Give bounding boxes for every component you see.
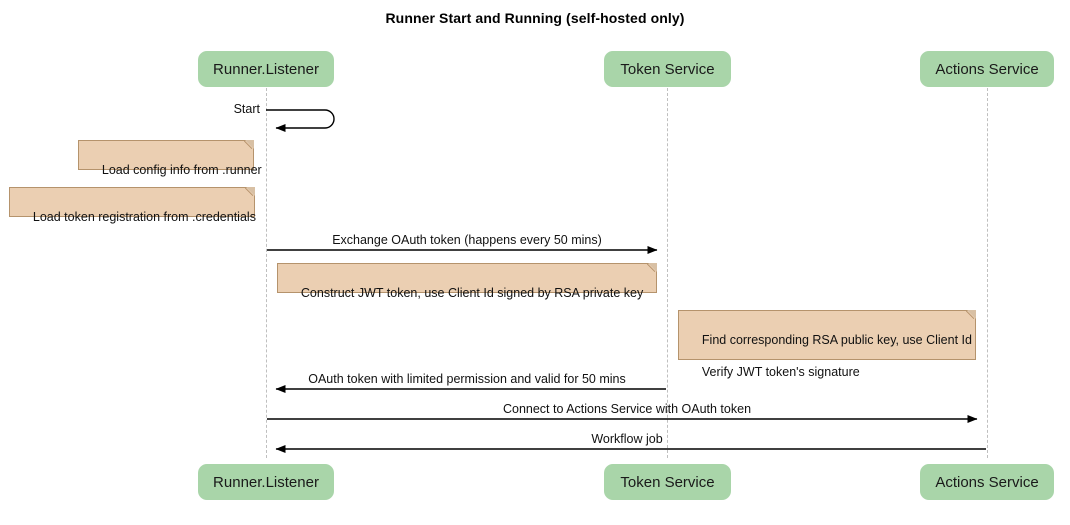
- note-text: Construct JWT token, use Client Id signe…: [300, 286, 644, 300]
- note-fold-edge-icon: [244, 140, 254, 150]
- participant-runner-bottom[interactable]: Runner.Listener: [198, 464, 334, 500]
- note-verify-jwt-signature: Find corresponding RSA public key, use C…: [678, 310, 976, 379]
- participant-label: Actions Service: [935, 473, 1039, 491]
- note-fold-edge-icon: [966, 310, 976, 320]
- participant-label: Actions Service: [935, 60, 1039, 78]
- note-fold-edge-icon: [245, 187, 255, 197]
- message-label-oauth-token-reply: OAuth token with limited permission and …: [308, 372, 626, 386]
- note-load-token-registration: Load token registration from .credential…: [9, 187, 256, 224]
- note-fold-edge-icon: [647, 263, 657, 273]
- message-label-connect-actions-service: Connect to Actions Service with OAuth to…: [502, 402, 752, 416]
- note-text: Load config info from .runner: [101, 163, 262, 177]
- note-text-line2: Verify JWT token's signature: [701, 365, 860, 379]
- lifeline-token: [667, 88, 668, 458]
- participant-token-top[interactable]: Token Service: [604, 51, 731, 87]
- participant-actions-bottom[interactable]: Actions Service: [920, 464, 1054, 500]
- participant-label: Runner.Listener: [213, 473, 319, 491]
- lifeline-runner: [266, 88, 267, 458]
- note-construct-jwt-token: Construct JWT token, use Client Id signe…: [277, 263, 657, 300]
- message-label-exchange-oauth-token: Exchange OAuth token (happens every 50 m…: [332, 233, 602, 247]
- participant-label: Token Service: [620, 473, 715, 491]
- participant-actions-top[interactable]: Actions Service: [920, 51, 1054, 87]
- participant-runner-top[interactable]: Runner.Listener: [198, 51, 334, 87]
- note-text: Load token registration from .credential…: [32, 210, 256, 224]
- message-start-selfloop: [266, 109, 335, 132]
- message-label-workflow-job: Workflow job: [591, 432, 663, 446]
- lifeline-actions: [987, 88, 988, 458]
- participant-label: Token Service: [620, 60, 715, 78]
- note-load-config: Load config info from .runner: [78, 140, 262, 177]
- message-label-start: Start: [233, 102, 260, 116]
- note-text-line1: Find corresponding RSA public key, use C…: [701, 333, 972, 347]
- participant-token-bottom[interactable]: Token Service: [604, 464, 731, 500]
- participant-label: Runner.Listener: [213, 60, 319, 78]
- page-title: Runner Start and Running (self-hosted on…: [385, 10, 685, 26]
